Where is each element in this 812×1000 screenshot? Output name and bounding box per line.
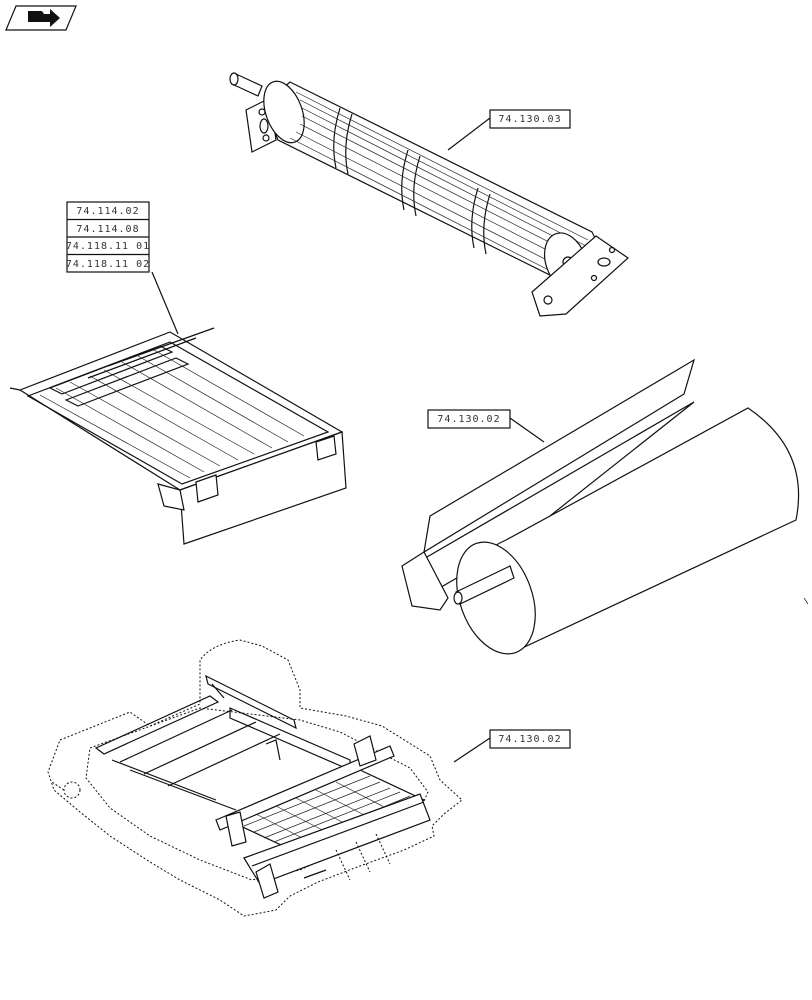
- svg-text:74.130.02: 74.130.02: [498, 734, 561, 745]
- svg-text:74.114.08: 74.114.08: [76, 224, 139, 235]
- callout-roller[interactable]: 74.130.02: [427, 409, 545, 443]
- arrow-shape: [28, 9, 60, 27]
- roller-assembly: [401, 358, 809, 655]
- svg-text:74.118.11 02: 74.118.11 02: [66, 259, 150, 270]
- callout-drum[interactable]: 74.130.03: [447, 109, 571, 151]
- svg-text:74.118.11 01: 74.118.11 01: [66, 241, 150, 252]
- svg-text:74.114.02: 74.114.02: [76, 206, 139, 217]
- tray-assembly: [9, 327, 347, 545]
- svg-text:74.130.03: 74.130.03: [498, 114, 561, 125]
- drum-assembly: [229, 72, 629, 317]
- svg-text:74.130.02: 74.130.02: [437, 414, 500, 425]
- callout-frame[interactable]: 74.130.02: [453, 729, 571, 763]
- next-page-arrow-icon[interactable]: [5, 5, 77, 31]
- callout-tray[interactable]: 74.114.02 74.114.08 74.118.11 01 74.118.…: [66, 201, 179, 335]
- frame-assembly: [47, 639, 463, 917]
